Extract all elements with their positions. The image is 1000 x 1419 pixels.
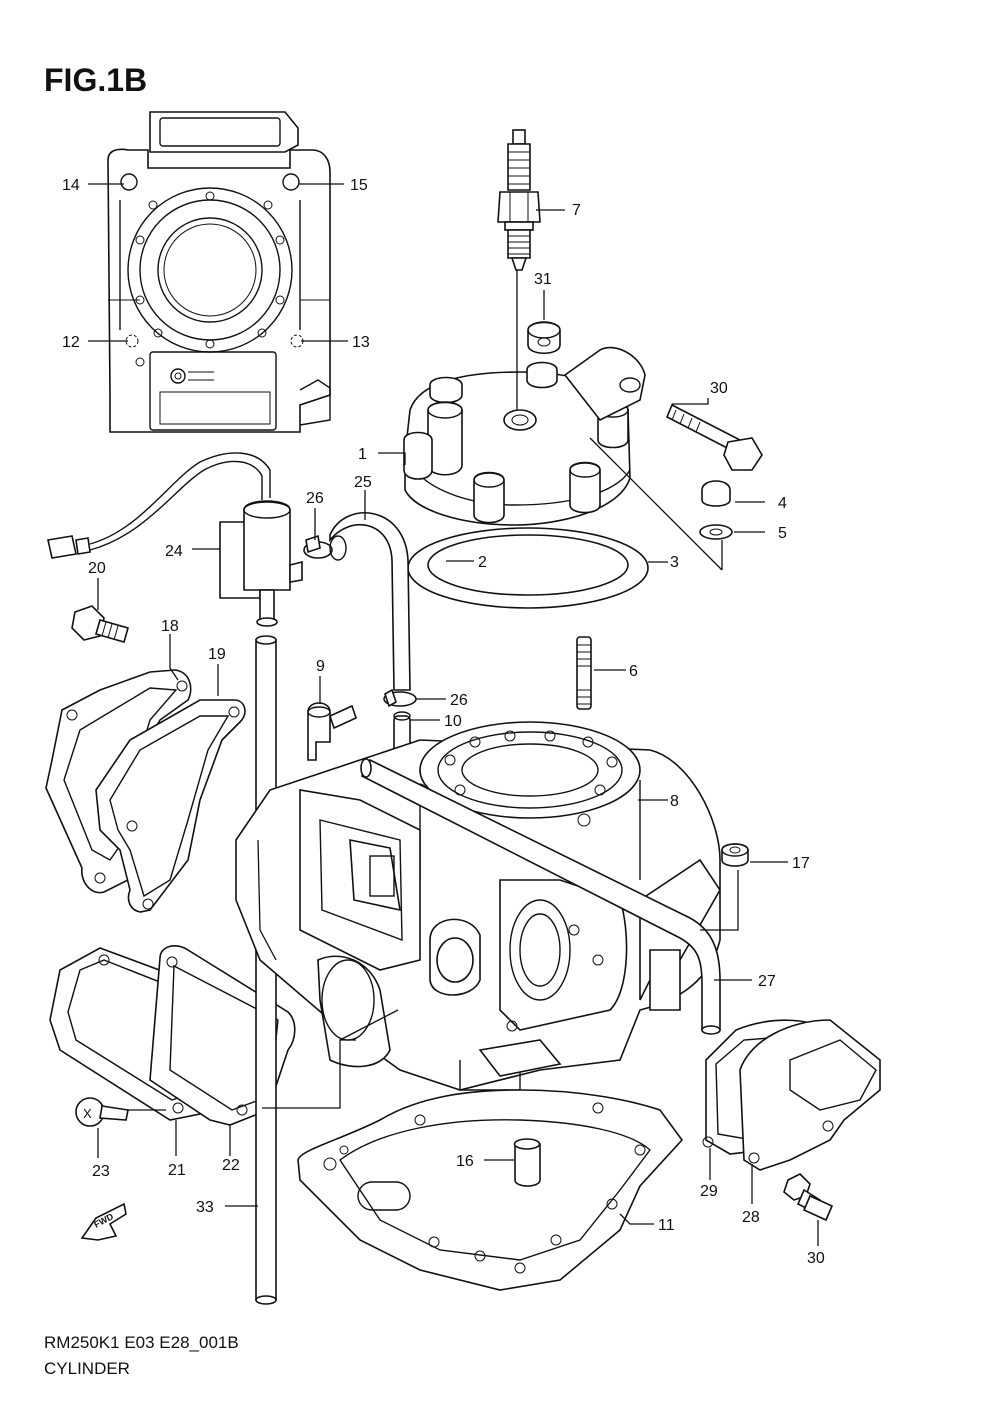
footer-figure-code: RM250K1 E03 E28_001B (44, 1333, 239, 1352)
callout-labels: 14 15 12 13 7 31 30 1 4 5 2 3 26 25 24 2… (62, 177, 825, 1267)
callout-label: 14 (62, 177, 80, 194)
elbow-pipe-illustration (307, 702, 357, 761)
callout-label: 24 (165, 543, 183, 560)
callout-label: 31 (534, 271, 552, 288)
callout-label: 11 (658, 1217, 675, 1234)
figure-title: FIG.1B (44, 62, 147, 98)
callout-label: 28 (742, 1209, 760, 1226)
callout-label: 12 (62, 334, 80, 351)
callout-label: 30 (710, 380, 728, 397)
base-gasket-illustration (297, 1089, 684, 1291)
cylinder-head-illustration (403, 346, 646, 526)
callout-label: 8 (670, 793, 679, 810)
washer-illustration (527, 321, 561, 355)
spark-plug-illustration (497, 129, 541, 271)
callout-label: 29 (700, 1183, 718, 1200)
callout-label: 19 (208, 646, 226, 663)
sensor-harness-illustration (47, 452, 303, 627)
callout-label: 10 (444, 713, 462, 730)
callout-label: 5 (778, 525, 787, 542)
hose-illustration (329, 512, 411, 691)
callout-label: 20 (88, 560, 106, 577)
callout-label: 27 (758, 973, 776, 990)
callout-label: 26 (306, 490, 324, 507)
hose-clamp-lower-illustration (383, 688, 417, 708)
callout-label: 13 (352, 334, 370, 351)
callout-label: 21 (168, 1162, 186, 1179)
callout-label: 22 (222, 1157, 240, 1174)
dowel-pin-illustration (513, 1138, 541, 1187)
callout-label: 7 (572, 202, 581, 219)
hose-clamp-upper-illustration (303, 534, 333, 559)
stud-bolt-illustration (576, 636, 592, 710)
callout-label: 17 (792, 855, 810, 872)
leader-lines (88, 183, 819, 1246)
flange-bolt-illustration (71, 605, 129, 643)
callout-label: 23 (92, 1163, 110, 1180)
callout-label: 9 (316, 658, 325, 675)
forward-arrow-icon: FWD (80, 1202, 127, 1241)
cross-mark: X (83, 1106, 92, 1121)
callout-label: 33 (196, 1199, 214, 1216)
head-gaskets-illustration (407, 527, 649, 609)
callout-label: 3 (670, 554, 679, 571)
cap-nut-illustration (699, 480, 733, 540)
exhaust-valve-cover-left-illustration (45, 669, 246, 913)
callout-label: 1 (358, 446, 367, 463)
callout-label: 25 (354, 474, 372, 491)
cover-bolt-illustration (783, 1173, 834, 1222)
bolt-illustration (665, 403, 763, 471)
callout-label: 6 (629, 663, 638, 680)
callout-label: 2 (478, 554, 487, 571)
callout-label: 26 (450, 692, 468, 709)
callout-label: 30 (807, 1250, 825, 1267)
callout-label: 15 (350, 177, 368, 194)
callout-label: 16 (456, 1153, 474, 1170)
footer-section-name: CYLINDER (44, 1359, 130, 1378)
screw-illustration: X (75, 1097, 129, 1127)
callout-label: 18 (161, 618, 179, 635)
flange-nut-illustration (721, 843, 749, 867)
valve-cover-right-illustration (702, 1019, 881, 1171)
cylinder-top-view-illustration (107, 111, 331, 433)
callout-label: 4 (778, 495, 787, 512)
